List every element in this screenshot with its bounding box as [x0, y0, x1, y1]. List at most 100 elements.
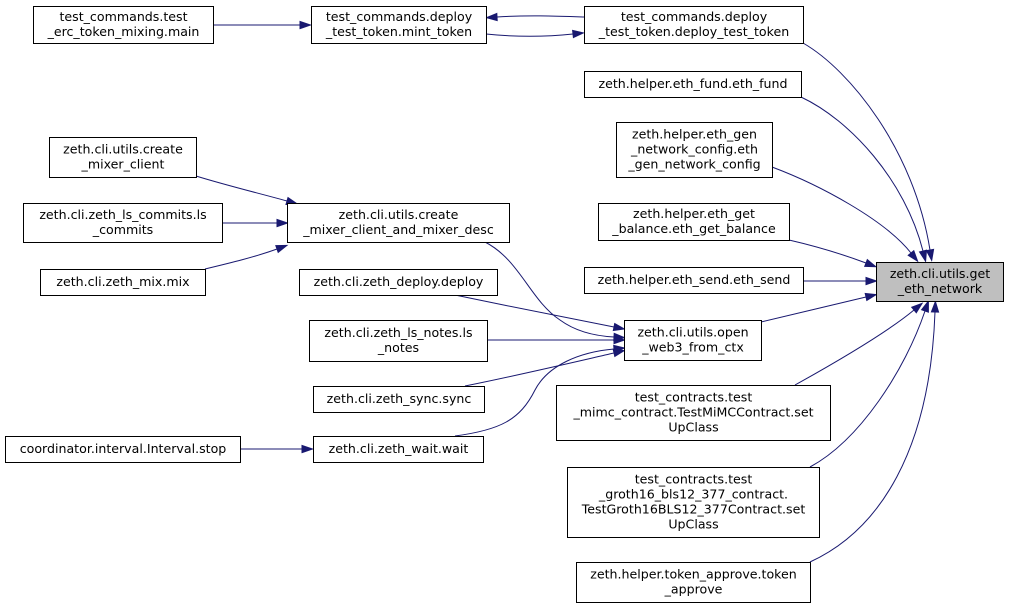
arrowhead	[613, 344, 627, 354]
node-box	[598, 203, 790, 241]
node-box	[556, 385, 831, 441]
edge-line	[496, 15, 585, 18]
arrowhead	[612, 322, 626, 332]
arrowhead	[613, 335, 627, 345]
node-label: UpClass	[668, 420, 718, 435]
node-label: test_contracts.test	[635, 472, 753, 487]
edge-ls_notes-to-open_web3	[487, 335, 627, 345]
node-label: zeth.cli.utils.create	[339, 207, 459, 222]
node-label: zeth.cli.zeth_deploy.deploy	[314, 274, 484, 289]
node-label: _commits	[92, 222, 153, 237]
arrowhead	[275, 244, 289, 254]
node-deploy-test-token[interactable]: test_commands.deploy_test_token.deploy_t…	[584, 6, 804, 44]
node-box	[33, 6, 214, 44]
edge-open_web3-to-get_eth_network	[760, 292, 878, 323]
arrowhead	[925, 248, 935, 262]
arrowhead	[918, 249, 928, 263]
node-box	[624, 320, 762, 361]
node-box	[876, 262, 1004, 302]
arrowhead	[301, 444, 315, 454]
node-box	[287, 203, 510, 243]
node-label: test_commands.test	[59, 9, 187, 24]
edge-line	[454, 294, 615, 328]
node-box	[567, 467, 820, 538]
node-label: zeth.helper.token_approve.token	[590, 567, 797, 582]
edge-line	[794, 309, 915, 386]
node-label: TestGroth16BLS12_377Contract.set	[581, 502, 806, 517]
node-label: _eth_network	[897, 281, 983, 296]
node-label: test_commands.deploy	[326, 9, 473, 24]
node-eth-send[interactable]: zeth.helper.eth_send.eth_send	[584, 267, 804, 294]
node-box	[40, 269, 206, 296]
node-zeth-deploy[interactable]: zeth.cli.zeth_deploy.deploy	[299, 269, 498, 296]
edge-deploy_test_token-to-get_eth_network	[802, 42, 935, 262]
node-box	[584, 267, 804, 294]
edge-line	[809, 310, 926, 468]
node-label: zeth.helper.eth_fund.eth_fund	[599, 76, 788, 91]
arrowhead	[299, 20, 313, 30]
arrowhead	[930, 299, 940, 313]
node-label: _erc_token_mixing.main	[47, 24, 200, 39]
edge-line	[771, 166, 912, 254]
node-interval-stop[interactable]: coordinator.interval.Interval.stop	[5, 436, 241, 463]
node-eth-get-balance[interactable]: zeth.helper.eth_get_balance.eth_get_bala…	[598, 203, 790, 241]
node-label: zeth.cli.zeth_sync.sync	[327, 391, 472, 406]
node-label: _notes	[377, 340, 419, 355]
edge-eth_send-to-get_eth_network	[803, 276, 879, 286]
edge-interval_stop-to-zeth_wait	[240, 444, 315, 454]
edge-zeth_deploy-to-open_web3	[454, 294, 626, 332]
arrowhead	[920, 299, 929, 313]
node-zeth-wait[interactable]: zeth.cli.zeth_wait.wait	[313, 436, 484, 463]
node-label: _web3_from_ctx	[641, 340, 744, 355]
edge-zeth_sync-to-open_web3	[464, 348, 626, 387]
node-eth-gen-network-config[interactable]: zeth.helper.eth_gen_network_config.eth_g…	[616, 122, 773, 178]
node-mint-token[interactable]: test_commands.deploy_test_token.mint_tok…	[311, 6, 487, 44]
node-ls-commits[interactable]: zeth.cli.zeth_ls_commits.ls_commits	[23, 203, 223, 243]
node-ls-notes[interactable]: zeth.cli.zeth_ls_notes.ls_notes	[309, 320, 488, 362]
edge-mint_token-to-deploy_test_token	[485, 29, 585, 39]
node-box	[309, 320, 488, 362]
node-label: zeth.cli.zeth_ls_commits.ls	[39, 207, 206, 222]
node-label: _mixer_client	[81, 157, 165, 172]
node-label: _gen_network_config	[627, 157, 760, 172]
edge-deploy_test_token-to-mint_token	[484, 12, 585, 22]
node-label: zeth.helper.eth_gen	[632, 127, 757, 142]
node-erc-main[interactable]: test_commands.test_erc_token_mixing.main	[33, 6, 214, 44]
node-get-eth-network[interactable]: zeth.cli.utils.get_eth_network	[876, 262, 1004, 302]
edge-erc_main-to-mint_token	[213, 20, 313, 30]
arrowhead	[864, 292, 878, 302]
node-label: zeth.cli.utils.get	[890, 266, 990, 281]
edge-line	[484, 241, 615, 338]
node-box	[313, 386, 485, 413]
edge-line	[809, 311, 936, 563]
node-open-web3[interactable]: zeth.cli.utils.open_web3_from_ctx	[624, 320, 762, 361]
node-groth16-contract[interactable]: test_contracts.test_groth16_bls12_377_co…	[567, 467, 820, 538]
node-label: zeth.cli.zeth_mix.mix	[56, 274, 190, 289]
node-create-mixer-client-and-desc[interactable]: zeth.cli.utils.create_mixer_client_and_m…	[287, 203, 510, 243]
edge-create_mixer_client-to-create_mixer_client_and_desc	[195, 175, 299, 206]
edge-line	[195, 175, 288, 202]
node-label: _mixer_client_and_mixer_desc	[302, 222, 494, 237]
node-label: zeth.helper.eth_send.eth_send	[598, 272, 791, 287]
edge-line	[802, 42, 931, 251]
node-label: zeth.helper.eth_get	[633, 206, 755, 221]
node-create-mixer-client[interactable]: zeth.cli.utils.create_mixer_client	[49, 137, 197, 178]
node-label: _network_config.eth	[630, 142, 758, 157]
node-zeth-mix[interactable]: zeth.cli.zeth_mix.mix	[40, 269, 206, 296]
node-eth-fund[interactable]: zeth.helper.eth_fund.eth_fund	[584, 71, 802, 98]
node-label: zeth.cli.zeth_ls_notes.ls	[324, 325, 472, 340]
node-label: UpClass	[668, 517, 718, 532]
arrowhead	[865, 276, 879, 286]
arrowhead	[276, 218, 290, 228]
node-token-approve[interactable]: zeth.helper.token_approve.token_approve	[576, 562, 811, 603]
node-label: test_commands.deploy	[621, 9, 768, 24]
edge-eth_fund-to-get_eth_network	[800, 96, 928, 263]
node-label: _test_token.deploy_test_token	[598, 24, 789, 39]
node-mimc-contract[interactable]: test_contracts.test_mimc_contract.TestMi…	[556, 385, 831, 441]
node-box	[49, 137, 197, 178]
node-box	[23, 203, 223, 243]
node-zeth-sync[interactable]: zeth.cli.zeth_sync.sync	[313, 386, 485, 413]
edge-line	[454, 348, 615, 437]
edge-token_approve-to-get_eth_network	[809, 299, 940, 563]
edge-eth_get_balance-to-get_eth_network	[788, 239, 878, 268]
